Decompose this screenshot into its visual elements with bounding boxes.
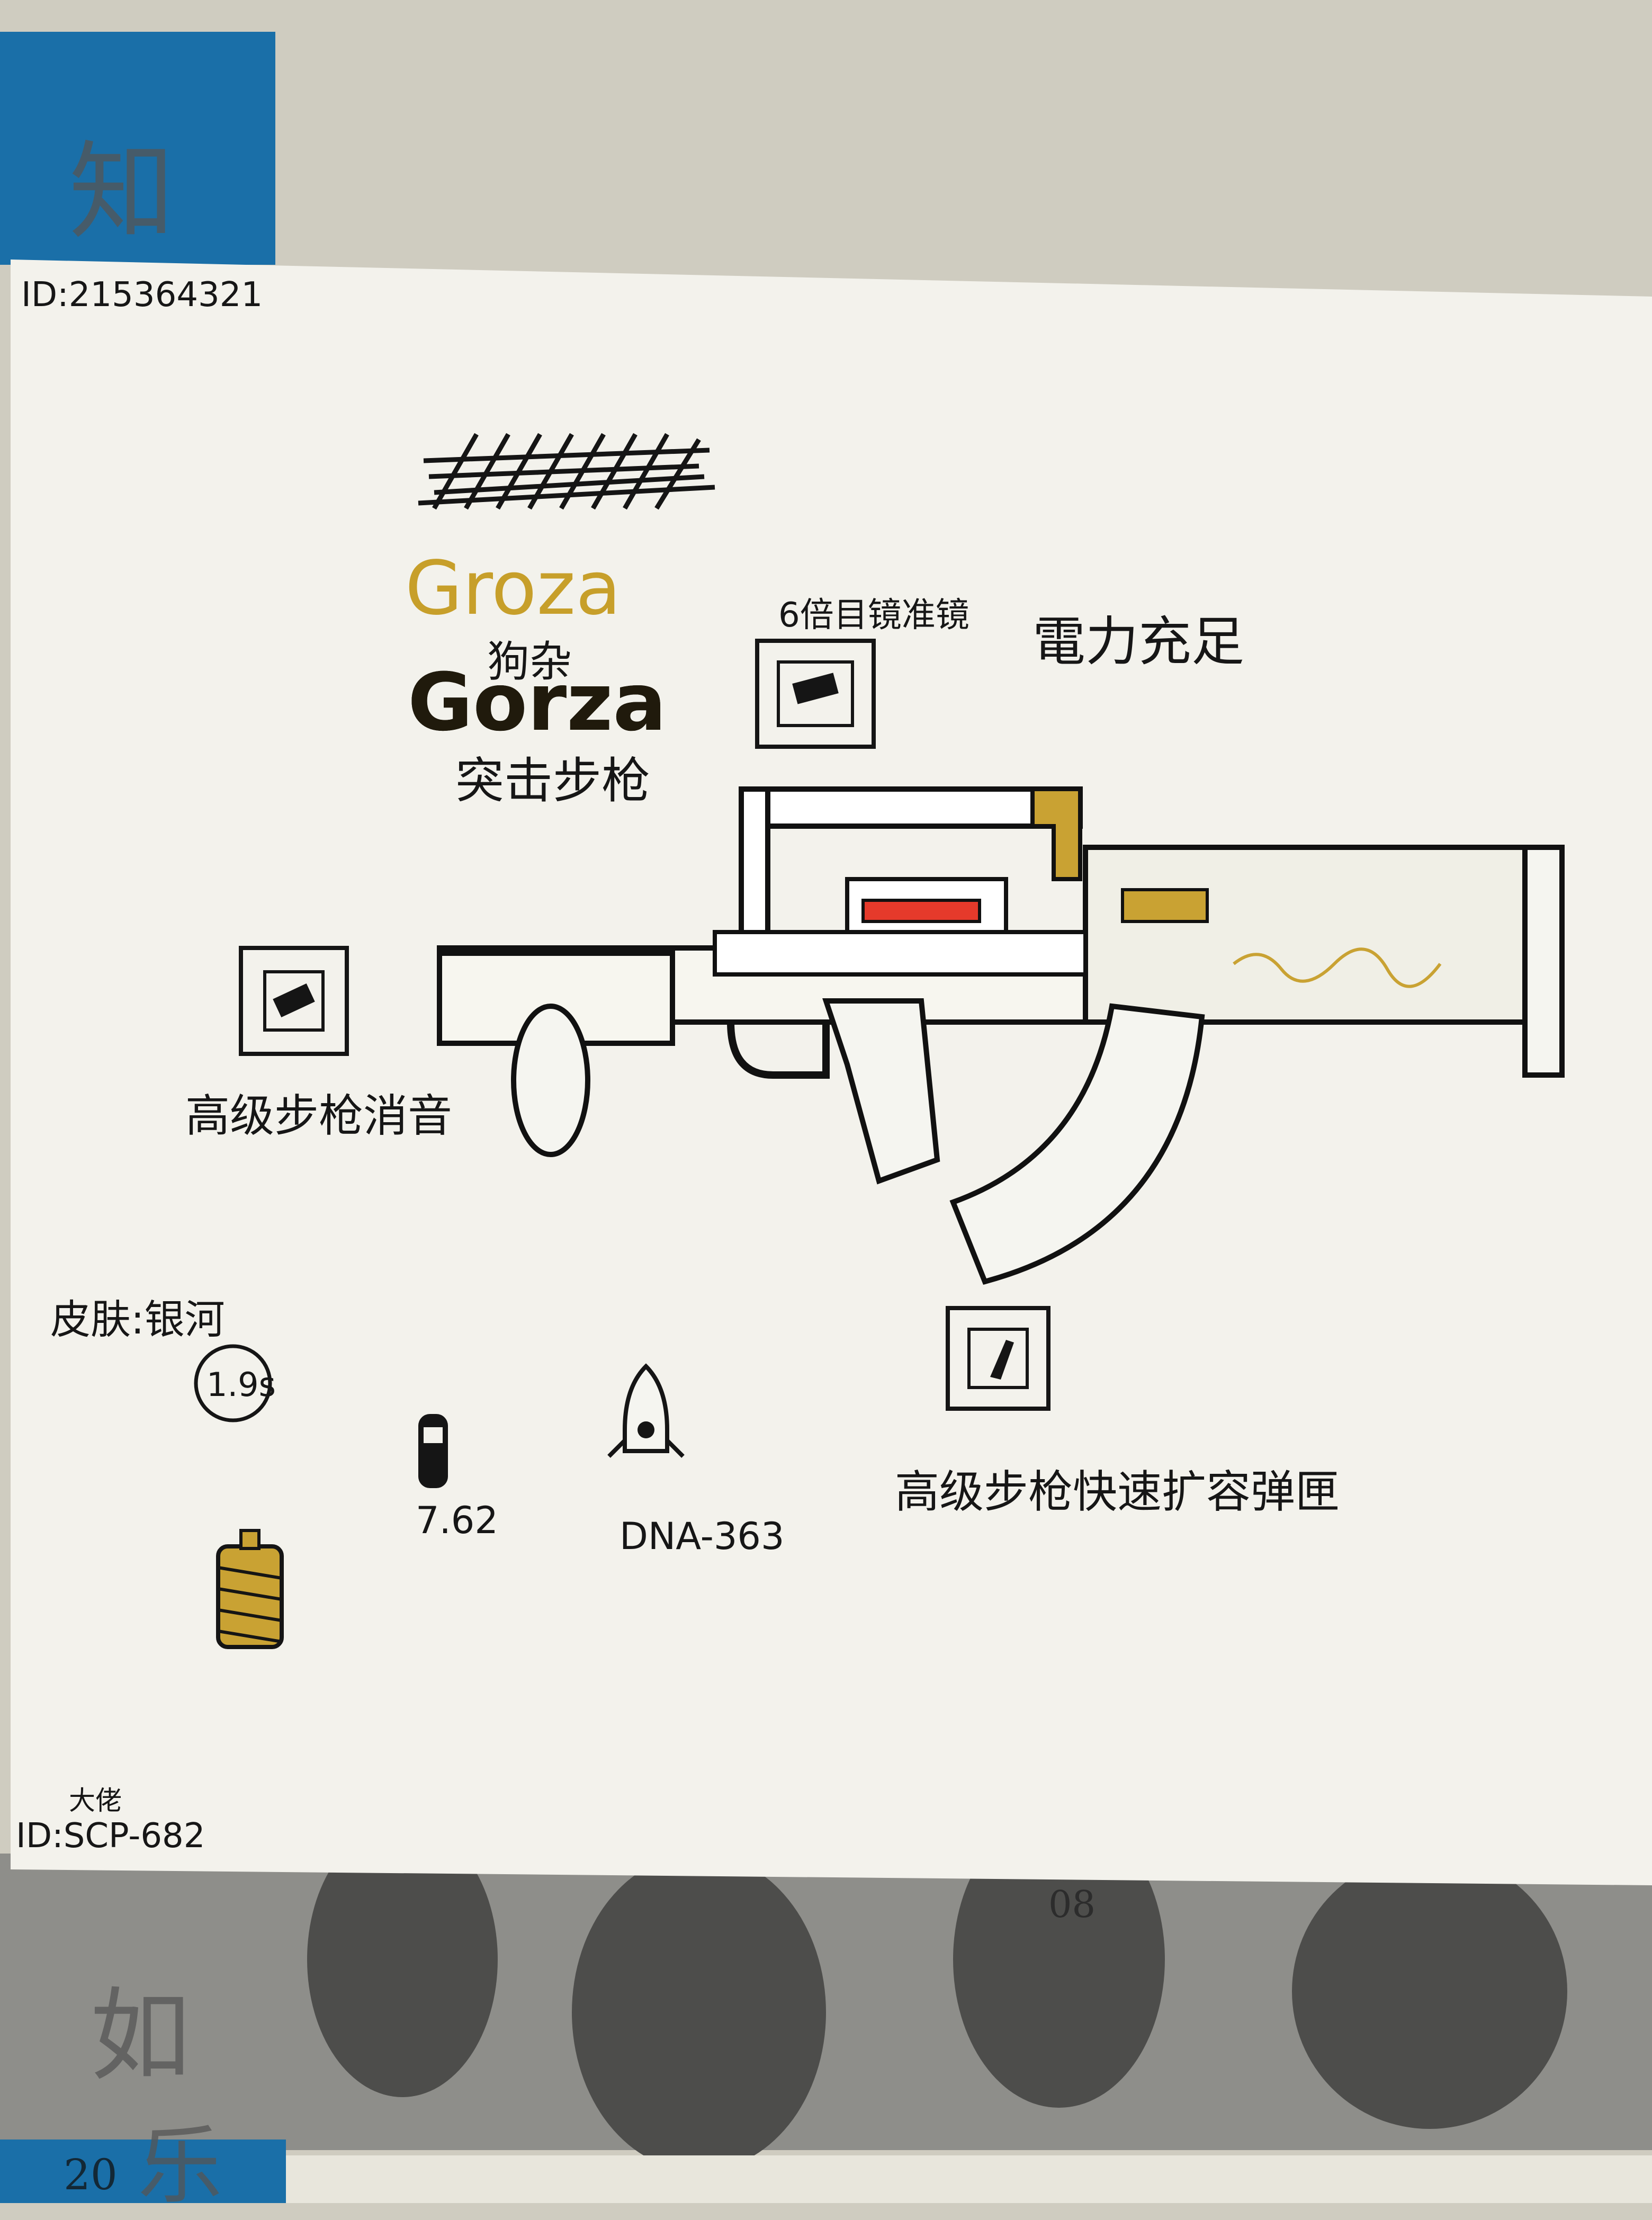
grenade-icon (607, 1363, 685, 1458)
ammo-label: 7.62 (416, 1499, 498, 1542)
gold-coil-icon (216, 1529, 284, 1649)
weapon-type-label: 突击步枪 (455, 753, 651, 809)
newspaper-side-char-2: 乐 (138, 2116, 223, 2215)
newspaper-blue-block (0, 32, 275, 265)
scope-label: 6倍目镜准镜 (778, 596, 969, 635)
author-id-label: ID:SCP-682 (16, 1816, 205, 1856)
top-id-label: ID:215364321 (21, 275, 263, 315)
skin-label: 皮肤:银河 (50, 1296, 225, 1343)
newspaper-dancers-silhouettes (307, 1811, 1567, 2171)
magazine-icon (946, 1306, 1051, 1411)
author-label: 大佬 (69, 1785, 122, 1816)
newspaper-blue-footer (0, 2140, 286, 2203)
power-label: 電力充足 (1032, 611, 1244, 673)
newspaper-number: 08 (1048, 1883, 1096, 1926)
ammo-bullet-icon (418, 1414, 448, 1488)
title-filled: Gorza (408, 657, 667, 749)
title-outline: Groza (405, 545, 621, 632)
newspaper-side-char-1: 如 (90, 1977, 191, 2094)
timer-value: 1.9s (206, 1365, 276, 1404)
title-chinese: 狗杂 (487, 637, 572, 686)
grenade-label: DNA-363 (620, 1515, 785, 1558)
groza-rifle-drawing (437, 786, 1565, 1285)
suppressor-icon (239, 946, 349, 1056)
suppressor-label: 高级步枪消音 (185, 1090, 453, 1142)
scribbled-out-heading (418, 433, 715, 510)
newspaper-heading-char: 知 (69, 131, 175, 254)
timer-circle (194, 1344, 272, 1422)
newspaper-year: 20 (64, 2150, 118, 2199)
newspaper-footer-strip (286, 2155, 1652, 2203)
scope-icon (755, 639, 876, 749)
magazine-label: 高级步枪快速扩容弹匣 (895, 1466, 1340, 1518)
